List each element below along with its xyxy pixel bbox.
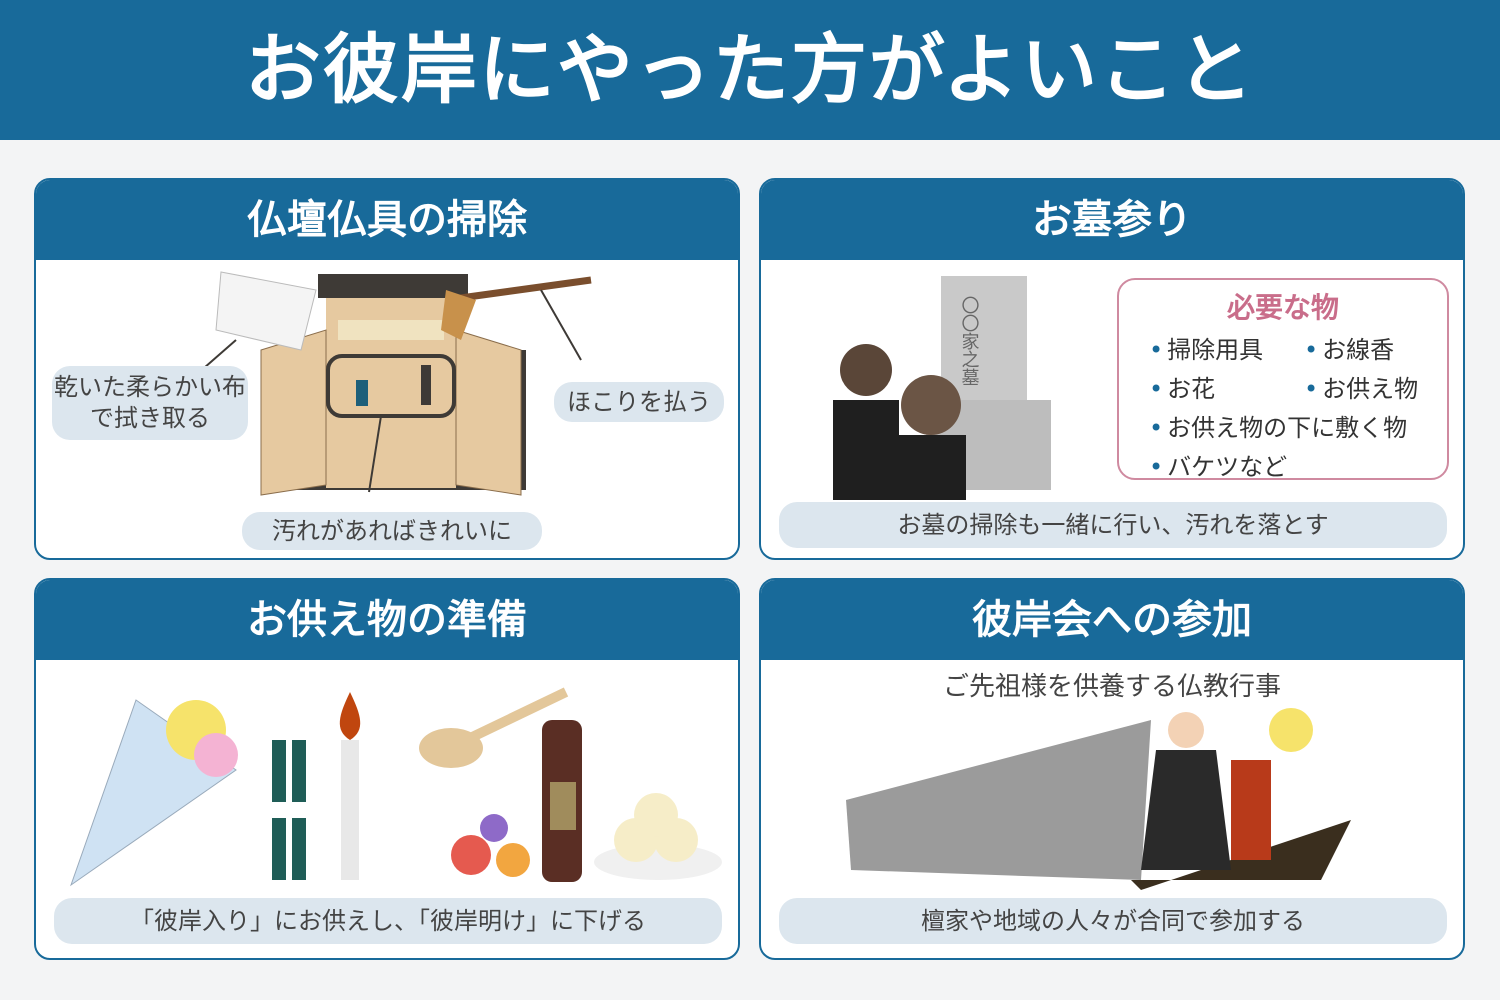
required-item: バケツなど (1149, 447, 1463, 482)
required-item: お供え物 (1304, 369, 1463, 404)
offerings-illustration (70, 687, 722, 887)
card-title: お供え物の準備 (36, 580, 738, 660)
required-item: 掃除用具 (1149, 330, 1304, 365)
card-butsudan-cleaning: 仏壇仏具の掃除 乾いた柔らかい布で拭き取る ほこりを払う 汚れがあればきれいに (34, 178, 740, 560)
caption: 檀家や地域の人々が合同で参加する (779, 898, 1447, 944)
required-item: お花 (1149, 369, 1304, 404)
card-grave-visit: お墓参り 〇〇家之墓 必要な物 掃除用具 お線香 お花 お供え物 お供え物の下に… (759, 178, 1465, 560)
label-dust: ほこりを払う (554, 382, 724, 422)
card-title: 仏壇仏具の掃除 (36, 180, 738, 260)
subtitle: ご先祖様を供養する仏教行事 (942, 672, 1281, 702)
required-items-title: 必要な物 (1226, 291, 1339, 324)
caption: 「彼岸入り」にお供えし、「彼岸明け」に下げる (54, 898, 722, 944)
card-higan-service: 彼岸会への参加 ご先祖様を供養する仏教行事 檀家や地域の人々が合同で参加する (759, 578, 1465, 960)
required-items-box: 必要な物 掃除用具 お線香 お花 お供え物 お供え物の下に敷く物 バケツなど (1117, 278, 1449, 481)
caption: お墓の掃除も一緒に行い、汚れを落とす (779, 502, 1447, 548)
card-title: 彼岸会への参加 (761, 580, 1463, 660)
grave-inscription: 〇〇家之墓 (959, 296, 980, 386)
label-clean-dirt: 汚れがあればきれいに (242, 512, 542, 550)
page-title: お彼岸にやった方がよいこと (0, 0, 1500, 140)
card-offerings: お供え物の準備 「彼岸入り」にお供えし、「彼岸明け」に下げる (34, 578, 740, 960)
butsudan-illustration (203, 271, 592, 496)
required-item: お供え物の下に敷く物 (1149, 408, 1463, 443)
required-item: お線香 (1304, 330, 1463, 365)
card-title: お墓参り (761, 180, 1463, 260)
grave-visit-illustration: 〇〇家之墓 (833, 276, 1051, 500)
label-wipe-cloth: 乾いた柔らかい布で拭き取る (52, 366, 248, 440)
higan-service-illustration (846, 708, 1351, 890)
